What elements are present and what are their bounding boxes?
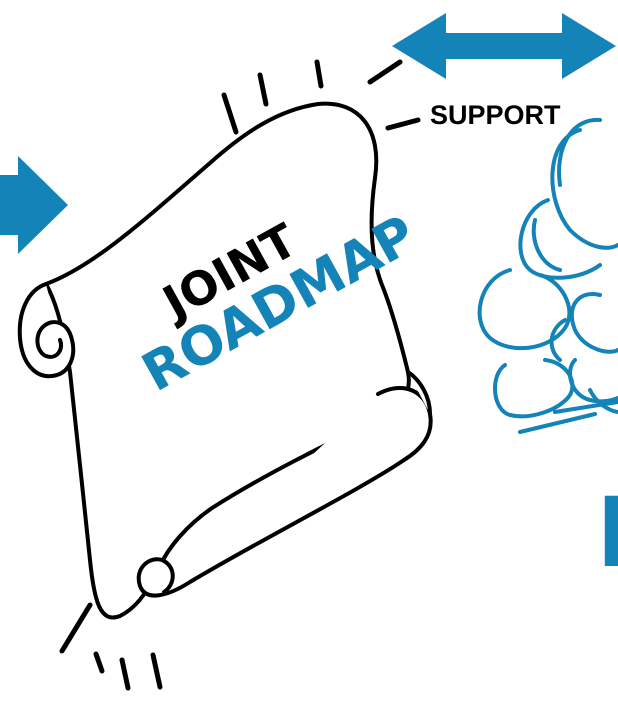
burst-lines-top bbox=[221, 59, 421, 135]
partial-letter: M bbox=[596, 477, 618, 589]
support-label: SUPPORT bbox=[430, 100, 561, 130]
scroll-icon bbox=[17, 101, 433, 620]
cluster-of-circles-icon bbox=[477, 117, 618, 434]
double-arrow-icon bbox=[392, 13, 616, 79]
burst-lines-bottom bbox=[59, 602, 163, 691]
right-arrow-icon bbox=[0, 156, 68, 254]
